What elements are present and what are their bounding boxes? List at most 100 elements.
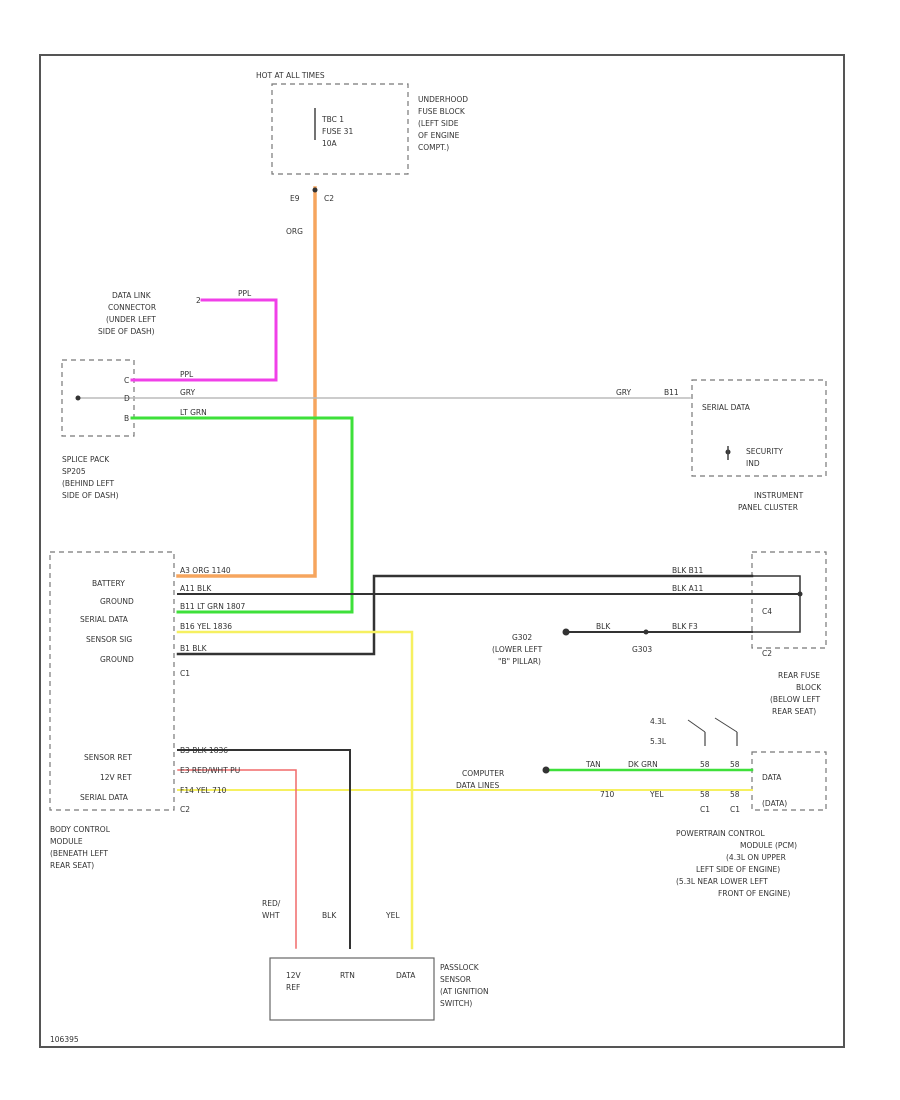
passlock-term-rtn: RTN	[340, 971, 355, 980]
splice-pin-d: D	[124, 394, 130, 403]
ipc-serial-data: SERIAL DATA	[702, 403, 751, 412]
bcm-serial-data: SERIAL DATA	[80, 615, 129, 624]
wire-dark-sensor-ret	[177, 749, 351, 949]
pcm-wire-tan: TAN	[585, 760, 601, 769]
splice-wire-ppl: PPL	[180, 370, 194, 379]
junctions	[75, 187, 803, 774]
pcm-pin-3: 58	[700, 790, 710, 799]
fuse-pin-a: E9	[290, 194, 300, 203]
pcm-data-1: DATA	[762, 773, 782, 782]
pcm-option-5-3: 5.3L	[650, 737, 667, 746]
bcm-connector-c1: C1	[180, 669, 190, 678]
fuse-pin-b: C2	[324, 194, 334, 203]
pcm-label-5: (5.3L NEAR LOWER LEFT	[676, 877, 768, 886]
rear-fuse-block-box	[751, 551, 827, 649]
splice-label-3: (BEHIND LEFT	[62, 479, 115, 488]
rear-fuse-label-1: REAR FUSE	[778, 671, 820, 680]
ipc-label-2: PANEL CLUSTER	[738, 503, 798, 512]
pcm-pin-2: 58	[730, 760, 740, 769]
pcm-label-4: LEFT SIDE OF ENGINE)	[696, 865, 780, 874]
passlock-label-3: (AT IGNITION	[440, 987, 489, 996]
bcm-sensor-sig: SENSOR SIG	[86, 635, 132, 644]
g303-label: G303	[632, 645, 652, 654]
pcm-label-2: MODULE (PCM)	[740, 841, 797, 850]
bcm-wire-6: B3 BLK 1836	[180, 746, 228, 755]
passlock-wire-blk: BLK	[322, 911, 337, 920]
passlock-wire-yel: YEL	[385, 911, 400, 920]
dlc-label-1: DATA LINK	[112, 291, 152, 300]
splice-label-4: SIDE OF DASH)	[62, 491, 119, 500]
rear-fuse-c2: C2	[762, 649, 772, 658]
splice-wire-ltgrn: LT GRN	[180, 408, 207, 417]
passlock-wire-red-1: RED/	[262, 899, 281, 908]
pcm-data-2: (DATA)	[762, 799, 787, 808]
ipc-security-2: IND	[746, 459, 760, 468]
wire-dark-ground2	[176, 574, 754, 656]
ipc-wire-gry: GRY	[616, 388, 632, 397]
computer-data-lines-2: DATA LINES	[456, 781, 499, 790]
pcm-option-4-3: 4.3L	[650, 717, 667, 726]
computer-data-lines-1: COMPUTER	[462, 769, 504, 778]
splice-label-2: SP205	[62, 467, 86, 476]
bcm-connector-c2: C2	[180, 805, 190, 814]
rear-fuse-c4: C4	[762, 607, 772, 616]
switch-symbols	[314, 108, 738, 746]
wire-dark-jumper	[751, 575, 801, 633]
rear-fuse-label-4: REAR SEAT)	[772, 707, 816, 716]
g302-label-2: (LOWER LEFT	[492, 645, 543, 654]
pcm-label-1: POWERTRAIN CONTROL	[676, 829, 766, 838]
wires	[77, 186, 801, 950]
diagram-frame	[39, 54, 845, 1048]
bcm-wire-5: B1 BLK	[180, 644, 208, 653]
pcm-pin-4: 58	[730, 790, 740, 799]
rear-fuse-label-2: BLOCK	[796, 683, 822, 692]
ipc-label-1: INSTRUMENT	[754, 491, 804, 500]
rear-fuse-wire-1: BLK B11	[672, 566, 704, 575]
underhood-fuse-desc-4: OF ENGINE	[418, 131, 460, 140]
pcm-pin-1: 58	[700, 760, 710, 769]
fuse-label-2: FUSE 31	[322, 127, 353, 136]
wire-pink	[130, 298, 278, 382]
passlock-label-1: PASSLOCK	[440, 963, 480, 972]
rear-fuse-wire-3: BLK F3	[672, 622, 698, 631]
bcm-box	[49, 551, 175, 811]
passlock-label-4: SWITCH)	[440, 999, 472, 1008]
bcm-label-4: REAR SEAT)	[50, 861, 94, 870]
splice-label-1: SPLICE PACK	[62, 455, 110, 464]
bcm-battery: BATTERY	[92, 579, 125, 588]
junction-dot	[75, 395, 81, 401]
passlock-wire-red-2: WHT	[262, 911, 280, 920]
bcm-sensor-ret: SENSOR RET	[84, 753, 132, 762]
dlc-label-2: CONNECTOR	[108, 303, 156, 312]
pcm-label-3: (4.3L ON UPPER	[726, 853, 786, 862]
bcm-wire-1: A3 ORG 1140	[180, 566, 231, 575]
underhood-fuse-block-box	[271, 83, 409, 175]
bcm-12v-ret: 12V RET	[100, 773, 132, 782]
passlock-sensor-box	[269, 957, 435, 1021]
wire-green	[130, 416, 354, 614]
wire-orange	[176, 186, 317, 578]
g302-wire-blk: BLK	[596, 622, 611, 631]
rear-fuse-label-3: (BELOW LEFT	[770, 695, 821, 704]
ipc-security-1: SECURITY	[746, 447, 783, 456]
bcm-wire-4: B16 YEL 1836	[180, 622, 232, 631]
splice-pin-b: B	[124, 414, 129, 423]
bcm-wire-8: F14 YEL 710	[180, 786, 227, 795]
dlc-wire-color: PPL	[238, 289, 252, 298]
dlc-label-3: (UNDER LEFT	[106, 315, 156, 324]
option-leader-2	[714, 717, 738, 733]
hot-at-all-times-label: HOT AT ALL TIMES	[256, 71, 325, 80]
diagram-code: 106395	[50, 1035, 79, 1044]
dlc-label-4: SIDE OF DASH)	[98, 327, 155, 336]
pcm-wire-710: 710	[600, 790, 615, 799]
splice-wire-gry: GRY	[180, 388, 196, 397]
g302-label-3: "B" PILLAR)	[498, 657, 541, 666]
wire-red	[177, 769, 297, 949]
underhood-fuse-desc-2: FUSE BLOCK	[418, 107, 466, 116]
pcm-label-6: FRONT OF ENGINE)	[718, 889, 790, 898]
junction-dot	[312, 187, 318, 193]
instrument-cluster-box	[691, 379, 827, 477]
bcm-wire-2: A11 BLK	[180, 584, 212, 593]
wire-yellow-sensor	[176, 630, 414, 950]
